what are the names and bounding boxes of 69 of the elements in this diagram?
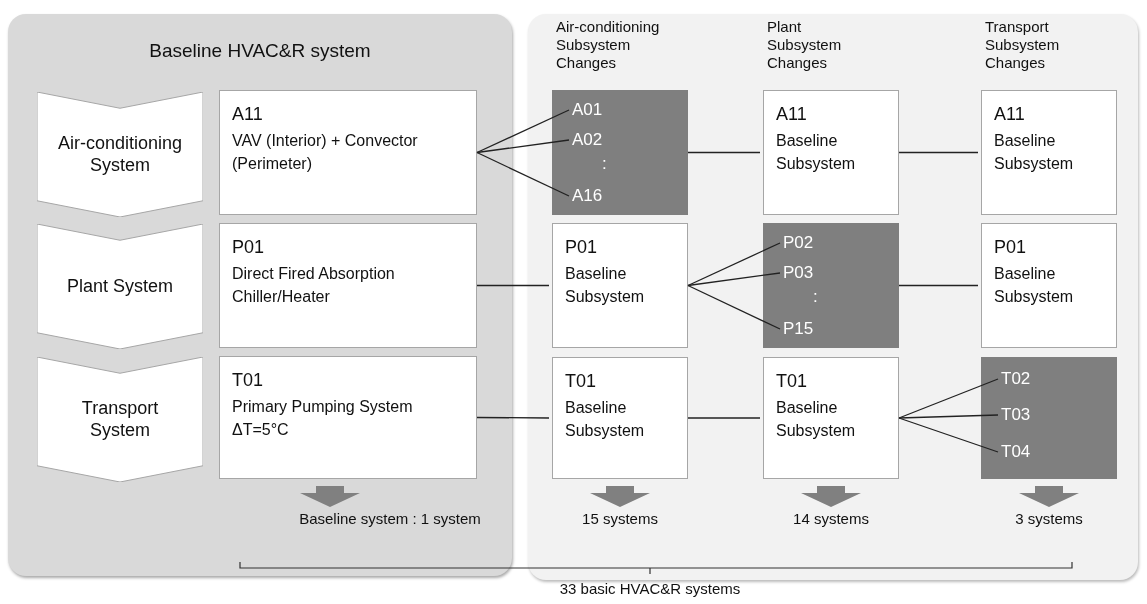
system-box [552, 223, 688, 348]
subsystem-code: T02 [1001, 367, 1031, 391]
subsystem-code: P03 [783, 261, 814, 285]
system-box [763, 90, 899, 215]
system-box [981, 223, 1117, 348]
system-box [552, 357, 688, 479]
subsystem-code: P15 [783, 317, 814, 341]
variant-box [981, 357, 1117, 479]
count-label: 15 systems [581, 510, 659, 528]
connector-line [687, 284, 781, 330]
system-description: Baseline Subsystem [994, 264, 1075, 308]
connector-line [898, 151, 979, 154]
subsystem-code: A02 [572, 128, 603, 152]
system-description: Baseline Subsystem [776, 131, 857, 175]
column-heading: Air-conditioning Subsystem Changes [556, 18, 661, 72]
system-code: P01 [994, 236, 1028, 259]
count-label: 3 systems [1014, 510, 1084, 528]
subsystem-code: P02 [783, 231, 814, 255]
system-code: P01 [565, 236, 599, 259]
system-code: A11 [776, 103, 808, 126]
chevron-label: Transport System [80, 397, 160, 442]
system-description: Direct Fired Absorption Chiller/Heater [232, 264, 396, 308]
connector-line [687, 272, 781, 287]
connector-line [687, 151, 761, 154]
column-heading: Plant Subsystem Changes [767, 18, 843, 72]
connector-line [898, 378, 999, 419]
subsystem-code: T04 [1001, 440, 1031, 464]
system-description: Primary Pumping System [232, 397, 414, 418]
system-box [763, 357, 899, 479]
connector-line [476, 139, 570, 154]
connector-line [687, 242, 781, 287]
subsystem-code: A01 [572, 98, 603, 122]
system-code: T01 [232, 369, 265, 392]
system-description: VAV (Interior) + Convector (Perimeter) [232, 131, 419, 175]
panel-title: Baseline HVAC&R system [148, 40, 372, 62]
connector-line [898, 417, 999, 453]
subsystem-code: T03 [1001, 403, 1031, 427]
connector-line [898, 414, 999, 419]
chevron-label: Air-conditioning System [56, 132, 184, 177]
column-heading: Transport Subsystem Changes [985, 18, 1061, 72]
system-description: Baseline Subsystem [776, 398, 857, 442]
connector-line [898, 284, 979, 287]
system-code: T01 [565, 370, 598, 393]
subsystem-code: A16 [572, 184, 603, 208]
count-label: 33 basic HVAC&R systems [558, 580, 742, 598]
system-code: P01 [232, 236, 266, 259]
system-box [219, 90, 477, 215]
system-description: ΔT=5°C [232, 420, 290, 441]
system-description: Baseline Subsystem [565, 264, 646, 308]
connector-line [687, 417, 761, 419]
system-description: Baseline Subsystem [994, 131, 1075, 175]
ellipsis-mark: : [602, 154, 607, 175]
system-code: A11 [994, 103, 1026, 126]
connector-line [476, 151, 570, 197]
system-box [219, 223, 477, 348]
ellipsis-mark: : [813, 287, 818, 308]
system-box [219, 356, 477, 479]
connector-line [476, 284, 550, 287]
variant-box [552, 90, 688, 215]
panel-background [8, 14, 512, 576]
variant-box [763, 223, 899, 348]
count-label: 14 systems [792, 510, 870, 528]
system-code: T01 [776, 370, 809, 393]
system-code: A11 [232, 103, 264, 126]
connector-line [476, 416, 550, 419]
chevron-label: Plant System [65, 275, 174, 298]
system-box [981, 90, 1117, 215]
connector-line [476, 109, 570, 154]
system-description: Baseline Subsystem [565, 398, 646, 442]
